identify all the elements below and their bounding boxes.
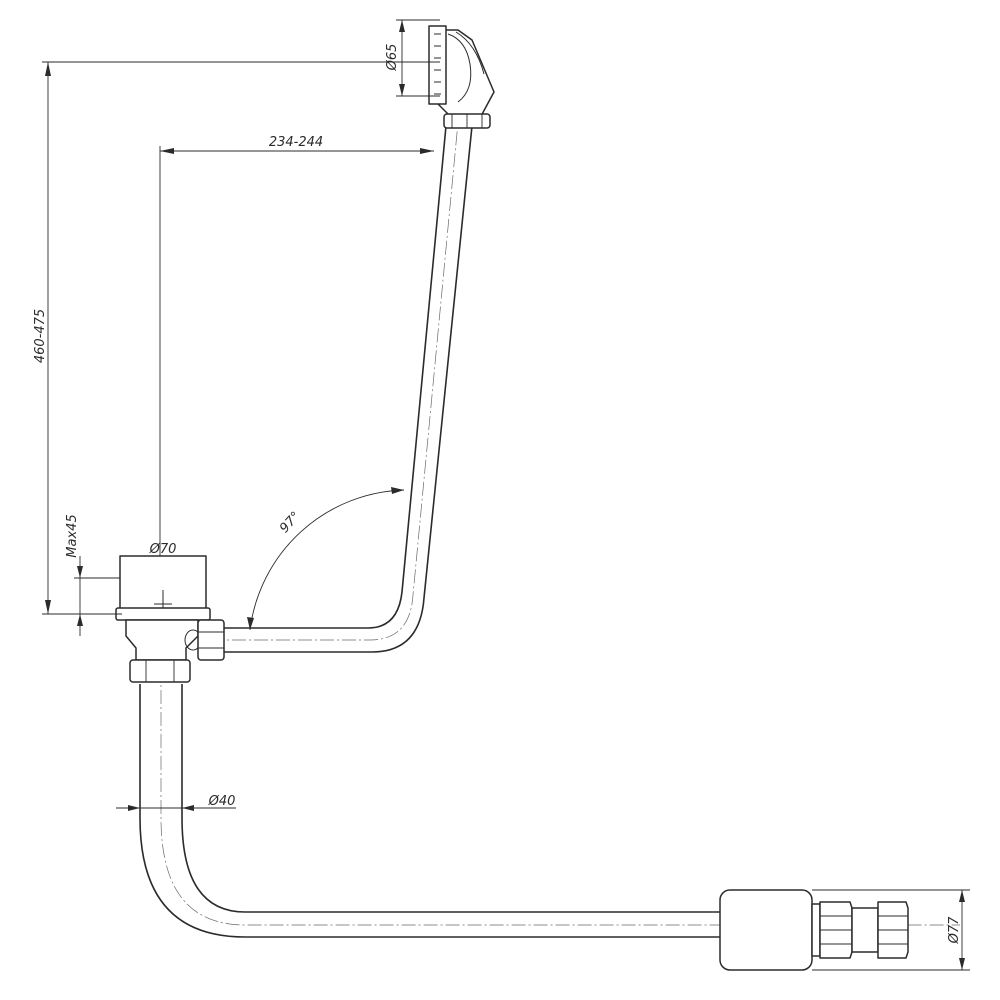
lower-nut <box>129 659 191 683</box>
dimension-waste-diameter: Ø70 <box>120 542 206 557</box>
pipe-diameter-label: Ø40 <box>208 794 236 809</box>
offset-label: 234-244 <box>269 135 323 150</box>
waste-body <box>115 555 211 661</box>
dimension-overflow-diameter: Ø65 <box>385 19 440 97</box>
waste-diameter-label: Ø70 <box>149 542 177 557</box>
dimension-angle: 97° <box>247 487 405 631</box>
side-connector <box>197 619 225 661</box>
outlet-diameter-label: Ø77 <box>947 916 962 945</box>
drain-pipe <box>139 668 960 938</box>
dimension-height: 460-475 <box>33 61 440 615</box>
angle-label: 97° <box>277 509 304 536</box>
overflow-diameter-label: Ø65 <box>385 44 400 72</box>
overflow-head <box>428 25 495 119</box>
overflow-pipe <box>210 111 473 653</box>
height-label: 460-475 <box>33 309 48 363</box>
dimension-pipe-diameter: Ø40 <box>116 794 236 811</box>
dimension-outlet-diameter: Ø77 <box>812 889 970 971</box>
overflow-nut <box>443 113 491 129</box>
max-thickness-label: Max45 <box>65 514 80 557</box>
dimension-max-thickness: Max45 <box>65 514 120 636</box>
outlet-fitting <box>719 889 909 971</box>
dimension-offset: 234-244 <box>159 135 434 556</box>
